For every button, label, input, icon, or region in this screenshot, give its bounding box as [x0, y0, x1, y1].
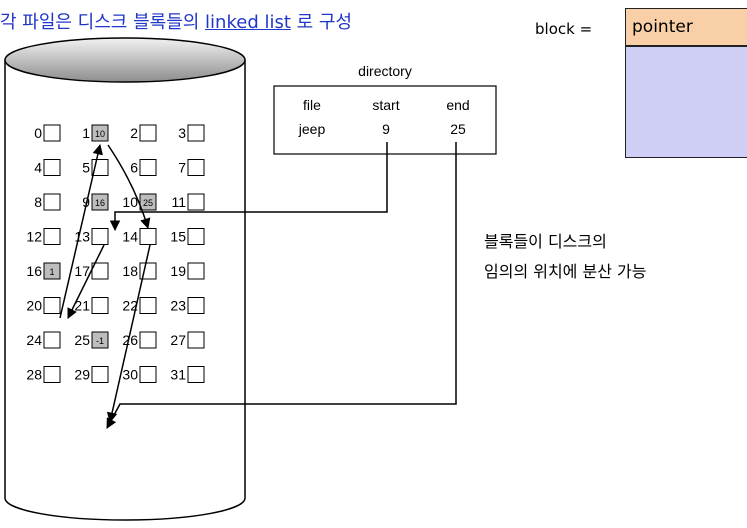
block-cell-8 — [43, 193, 61, 211]
block-pointer-9: 16 — [95, 198, 105, 208]
block-cell-25 — [91, 331, 109, 349]
block-cell-26 — [139, 331, 157, 349]
directory-header-file: file — [303, 97, 321, 113]
block-cell-15 — [187, 228, 205, 245]
block-pointer-25: -1 — [96, 336, 104, 346]
slide-title: 각 파일은 디스크 블록들의 linked list 로 구성 — [0, 8, 352, 34]
block-number-29: 29 — [74, 367, 90, 383]
block-number-24: 24 — [26, 332, 42, 348]
block-cell-16 — [43, 262, 61, 280]
title-linked-list: linked list — [205, 12, 291, 33]
directory-box — [273, 85, 497, 155]
block-cell-21 — [91, 297, 109, 314]
block-cell-12 — [43, 228, 61, 245]
block-cell-29 — [91, 366, 109, 383]
block-number-30: 30 — [122, 367, 138, 383]
block-cell-6 — [139, 159, 157, 176]
disk-cylinder — [4, 37, 246, 521]
block-cell-10 — [139, 193, 157, 211]
block-number-17: 17 — [74, 263, 90, 279]
block-number-15: 15 — [170, 229, 186, 245]
block-cell-31 — [187, 366, 205, 383]
block-number-4: 4 — [34, 160, 42, 176]
arrow-block-9-to-16 — [67, 244, 105, 319]
note-line-2: 임의의 위치에 분산 가능 — [484, 262, 647, 281]
block-cell-1 — [91, 124, 109, 142]
block-cell-18 — [139, 262, 157, 280]
block-cell-22 — [139, 297, 157, 314]
directory-table: directory file start end jeep 9 25 — [273, 63, 497, 155]
block-number-6: 6 — [130, 160, 138, 176]
block-cell-24 — [43, 331, 61, 349]
note-line-1: 블록들이 디스크의 — [484, 232, 607, 251]
block-cell-28 — [43, 366, 61, 383]
block-cell-14 — [139, 228, 157, 245]
directory-cell-start: 9 — [382, 121, 390, 137]
block-cell-3 — [187, 124, 205, 142]
block-number-11: 11 — [171, 194, 186, 210]
block-number-22: 22 — [122, 298, 138, 314]
block-cell-0 — [43, 124, 61, 142]
block-number-26: 26 — [122, 332, 138, 348]
arrow-block-1-to-10 — [107, 144, 151, 230]
block-number-7: 7 — [178, 160, 186, 176]
directory-cell-end: 25 — [450, 121, 466, 137]
title-prefix: 각 파일은 디스크 블록들의 — [0, 12, 206, 33]
block-number-20: 20 — [26, 298, 42, 314]
block-legend-label: block = — [535, 20, 593, 38]
block-cell-13 — [91, 228, 109, 245]
block-cell-7 — [187, 159, 205, 176]
block-number-14: 14 — [122, 229, 138, 245]
block-number-10: 10 — [122, 194, 138, 210]
block-number-8: 8 — [34, 194, 42, 210]
block-number-25: 25 — [74, 332, 90, 348]
block-number-27: 27 — [170, 332, 186, 348]
block-number-3: 3 — [178, 125, 186, 141]
block-cell-9 — [91, 193, 109, 211]
block-number-12: 12 — [26, 229, 42, 245]
block-number-21: 21 — [74, 298, 90, 314]
block-pointer-10: 25 — [143, 198, 153, 208]
directory-header-start: start — [372, 97, 399, 113]
block-number-19: 19 — [170, 263, 186, 279]
block-number-0: 0 — [34, 125, 42, 141]
block-number-2: 2 — [130, 125, 138, 141]
block-cell-11 — [187, 193, 205, 211]
directory-title: directory — [358, 63, 412, 79]
block-number-16: 16 — [26, 263, 42, 279]
directory-header-end: end — [446, 97, 469, 113]
block-number-18: 18 — [122, 263, 138, 279]
block-cell-23 — [187, 297, 205, 314]
block-cell-27 — [187, 331, 205, 349]
block-cell-30 — [139, 366, 157, 383]
block-cell-20 — [43, 297, 61, 314]
block-pointer-16: 1 — [49, 267, 54, 277]
block-data-field — [625, 46, 747, 158]
block-number-31: 31 — [170, 367, 186, 383]
block-cell-19 — [187, 262, 205, 280]
block-number-28: 28 — [26, 367, 42, 383]
block-number-23: 23 — [170, 298, 186, 314]
block-number-5: 5 — [82, 160, 90, 176]
block-number-1: 1 — [82, 125, 90, 141]
block-cell-4 — [43, 159, 61, 176]
block-pointer-1: 10 — [95, 129, 105, 139]
directory-cell-file: jeep — [298, 121, 326, 137]
arrow-block-16-to-1 — [59, 143, 103, 319]
block-pointer-field: pointer — [625, 8, 747, 46]
arrow-start-to-block-9 — [109, 142, 388, 232]
title-suffix: 로 구성 — [290, 12, 353, 33]
arrow-block-10-to-25 — [106, 244, 151, 424]
block-cell-2 — [139, 124, 157, 142]
